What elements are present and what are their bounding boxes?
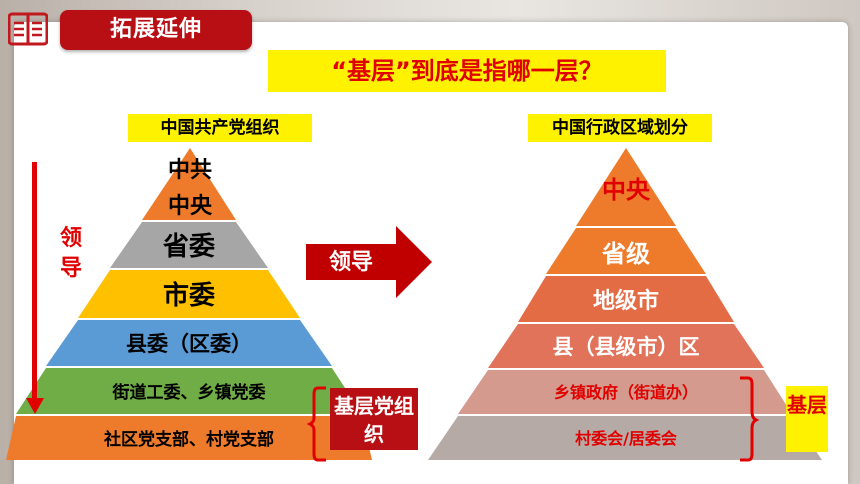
left-level-5-label: 街道工委、乡镇党委 <box>112 382 266 403</box>
left-level-3-label: 市委 <box>163 280 215 311</box>
right-level-4 <box>488 324 764 368</box>
right-pyramid <box>428 148 822 460</box>
lead-vertical-label: 领导 <box>59 226 82 281</box>
right-level-3-label: 地级市 <box>593 288 659 314</box>
lead-right-arrow <box>306 226 432 298</box>
left-level-4 <box>46 320 332 366</box>
right-level-6-label: 村委会/居委会 <box>575 429 677 448</box>
section-tag: 拓展延伸 <box>60 10 252 50</box>
left-level-1-label-2: 中央 <box>168 193 213 219</box>
right-level-4-label: 县（县级市）区 <box>553 335 700 359</box>
left-level-2-label: 省委 <box>162 232 215 262</box>
left-pyramid <box>6 148 372 460</box>
basic-party-org-label: 基层党组织 <box>330 388 418 450</box>
left-level-1-label: 中共 <box>168 158 212 183</box>
left-level-3 <box>78 270 300 318</box>
left-level-6-label: 社区党支部、村党支部 <box>103 429 274 450</box>
right-level-3 <box>518 276 734 322</box>
question-title: “基层”到底是指哪一层？ <box>268 50 666 92</box>
lead-arrow-label: 领导 <box>328 250 373 275</box>
right-level-5-label: 乡镇政府（街道办） <box>554 383 698 402</box>
left-bracket <box>306 386 326 462</box>
right-level-1 <box>576 148 676 226</box>
left-pyramid-title: 中国共产党组织 <box>128 114 312 142</box>
basic-level-label: 基层 <box>786 386 828 452</box>
right-level-5 <box>458 370 792 414</box>
left-level-5 <box>16 368 362 414</box>
right-level-6 <box>428 416 822 460</box>
left-level-6 <box>6 416 372 460</box>
right-level-2-label: 省级 <box>601 240 650 268</box>
right-level-2 <box>546 228 706 274</box>
right-pyramid-title: 中国行政区域划分 <box>528 114 712 142</box>
lead-down-arrow <box>26 162 44 414</box>
book-icon <box>8 12 48 46</box>
left-level-2 <box>110 222 268 268</box>
right-level-1-label: 中央 <box>602 176 651 204</box>
left-level-4-label: 县委（区委） <box>126 332 252 356</box>
right-bracket <box>740 376 760 462</box>
left-level-1 <box>142 148 236 220</box>
